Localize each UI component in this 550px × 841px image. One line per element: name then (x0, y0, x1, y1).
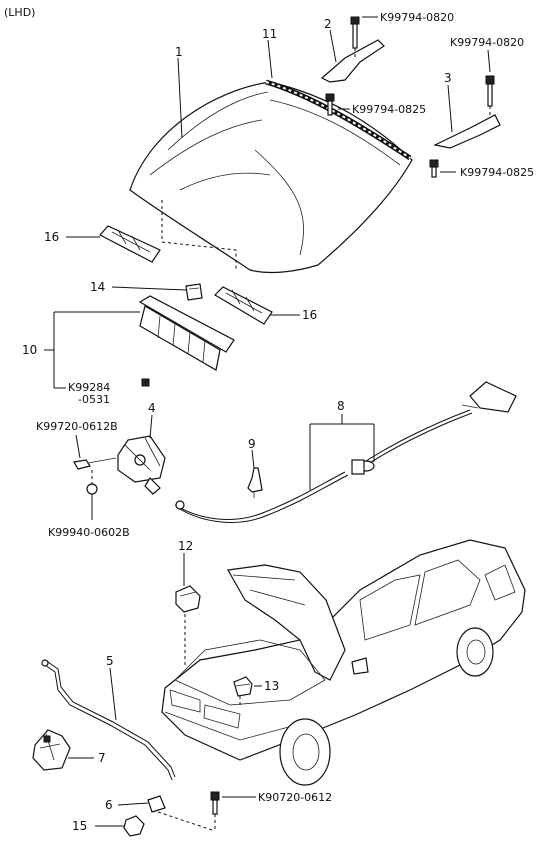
hood-weatherstrip (265, 79, 412, 166)
hood-stay-holder (233, 676, 253, 697)
part-number-hinge-right-lower-bolt: K99794-0825 (460, 166, 534, 179)
hood-hinge-left (320, 16, 385, 116)
callout-13: 13 (264, 679, 279, 693)
stay-rod-bracket (32, 729, 71, 771)
stay-clip (147, 795, 213, 831)
hood-insulator-right (214, 286, 273, 325)
callout-16-right: 16 (302, 308, 317, 322)
cable-clip (247, 467, 263, 498)
callout-11: 11 (262, 27, 277, 41)
part-number-seal-clip-a: K99284 (68, 381, 110, 394)
part-number-hinge-left-lower-bolt: K99794-0825 (352, 103, 426, 116)
callout-14: 14 (90, 280, 105, 294)
stay-bolt (210, 791, 220, 830)
callout-1: 1 (175, 45, 183, 59)
callout-6: 6 (105, 798, 113, 812)
hood-stay-grommet (175, 585, 201, 613)
hood-panel (129, 81, 413, 274)
vehicle-outline (161, 539, 526, 786)
part-number-stay-bolt: K90720-0612 (258, 791, 332, 804)
hood-bumper (185, 283, 203, 301)
callout-8: 8 (337, 399, 345, 413)
callout-10: 10 (22, 343, 37, 357)
part-number-latch-nut: K99940-0602B (48, 526, 130, 539)
part-number-hinge-right-upper-bolt: K99794-0820 (450, 36, 524, 49)
callout-2: 2 (324, 17, 332, 31)
callout-4: 4 (148, 401, 156, 415)
callout-9: 9 (248, 437, 256, 451)
hood-stay-rod (41, 659, 176, 781)
part-number-latch-bolt: K99720-0612B (36, 420, 118, 433)
callout-7: 7 (98, 751, 106, 765)
hood-latch (73, 435, 166, 495)
part-number-hinge-left-upper-bolt: K99794-0820 (380, 11, 454, 24)
callout-3: 3 (444, 71, 452, 85)
release-cable (174, 381, 517, 523)
hood-insulator-left (99, 225, 161, 263)
callout-5: 5 (106, 654, 114, 668)
hood-seal (138, 295, 235, 387)
variant-label: (LHD) (4, 6, 35, 19)
callout-16-left: 16 (44, 230, 59, 244)
stay-grommet (123, 815, 145, 837)
callout-15: 15 (72, 819, 87, 833)
leader-lines (44, 16, 491, 827)
hood-hinge-right (429, 75, 501, 178)
callout-12: 12 (178, 539, 193, 553)
part-number-seal-clip-b: -0531 (78, 393, 110, 406)
